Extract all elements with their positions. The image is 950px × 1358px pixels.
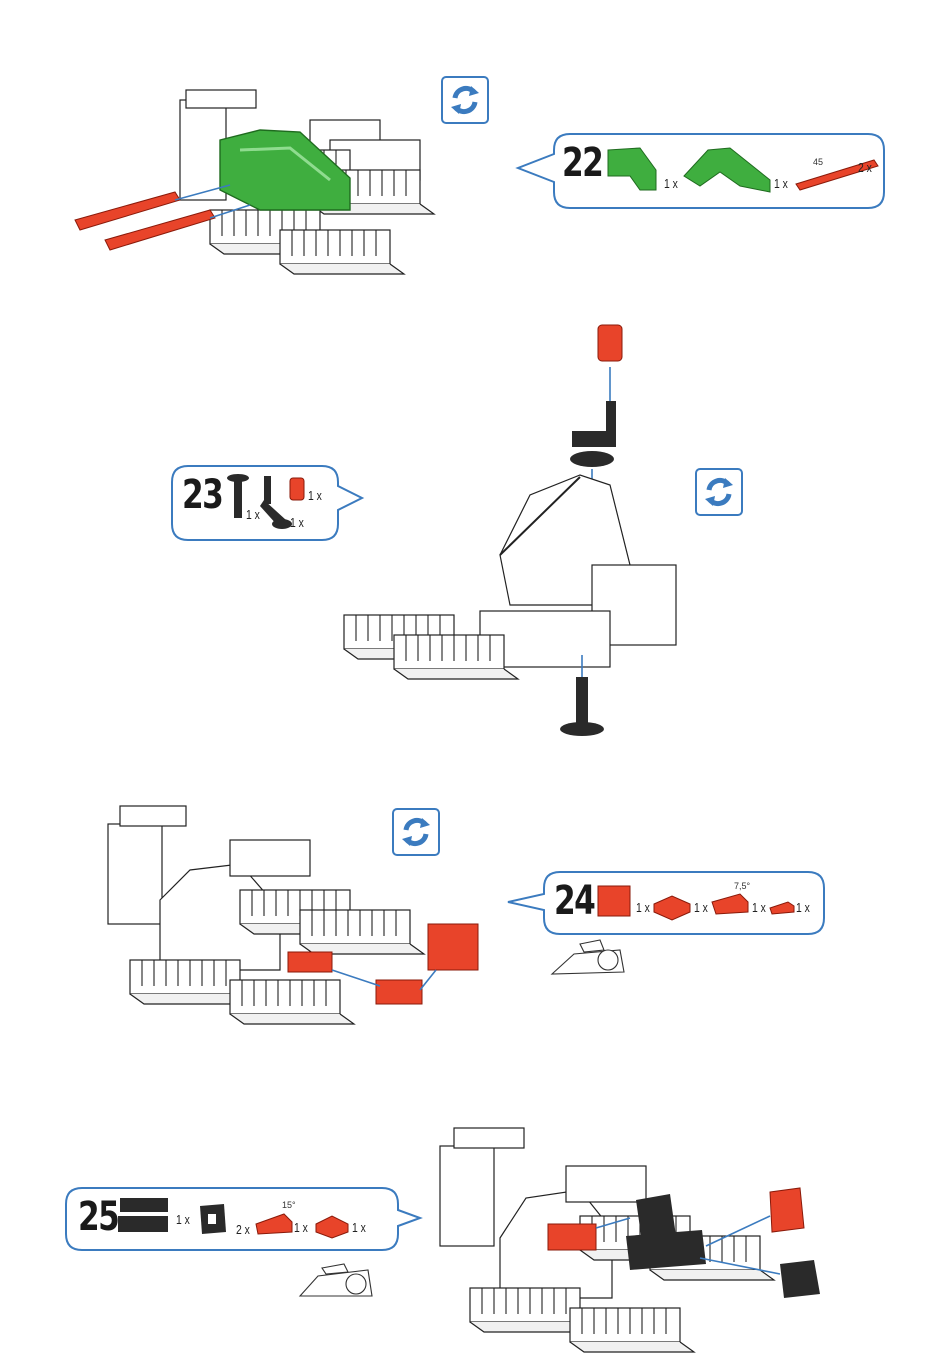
step-number: 23 (182, 472, 222, 518)
puzzle-hint-icon (552, 940, 624, 974)
part-quantity: 1 x (664, 176, 678, 191)
puzzle-hint-icon (300, 1264, 372, 1296)
part-quantity: 1 x (796, 900, 810, 915)
part-quantity: 2 x (236, 1222, 250, 1237)
part-angle-label: 7,5° (734, 881, 750, 891)
part-quantity: 1 x (352, 1220, 366, 1235)
part-angle-label: 15° (282, 1200, 296, 1210)
red-tube-part (290, 478, 304, 500)
step-22: 22 1 x 1 x 45 2 x (0, 0, 950, 300)
part-quantity: 2 x (858, 160, 872, 175)
step-24: 24 1 x 1 x 7,5° 1 x 1 x (0, 780, 950, 1040)
step-number: 22 (562, 140, 602, 186)
part-quantity: 1 x (752, 900, 766, 915)
part-quantity: 1 x (176, 1212, 190, 1227)
step-number: 24 (554, 878, 594, 924)
step-23: 23 1 x 1 x 1 x (0, 300, 950, 770)
part-quantity: 1 x (290, 515, 304, 530)
step-22-callout (0, 0, 950, 300)
part-quantity: 1 x (774, 176, 788, 191)
part-quantity: 1 x (308, 488, 322, 503)
part-quantity: 1 x (694, 900, 708, 915)
part-quantity: 1 x (246, 507, 260, 522)
part-quantity: 1 x (636, 900, 650, 915)
step-25-model (430, 1118, 860, 1358)
red-building-block-part (598, 886, 630, 916)
step-number: 25 (78, 1194, 118, 1240)
part-length-label: 45 (813, 157, 823, 167)
step-25: 25 1 x 2 x 15° 1 x 1 x (0, 1100, 950, 1358)
part-quantity: 1 x (294, 1220, 308, 1235)
step-23-model (330, 315, 710, 755)
